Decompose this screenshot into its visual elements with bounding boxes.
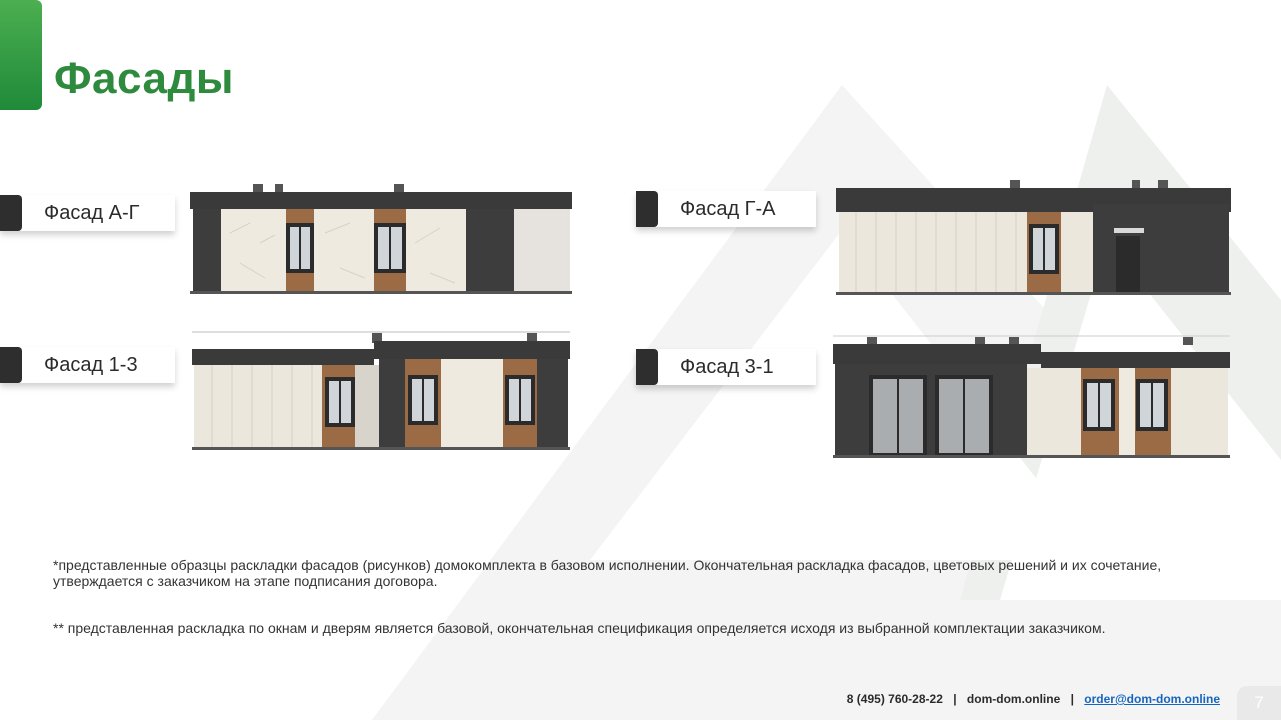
page-number-badge: 7 — [1237, 686, 1281, 720]
page-title: Фасады — [54, 54, 235, 103]
facade-label-1-3: Фасад 1-3 — [0, 347, 175, 383]
facade-drawing-g-a — [836, 180, 1231, 295]
facade-drawing-1-3 — [192, 331, 570, 450]
footer-email-link[interactable]: order@dom-dom.online — [1084, 692, 1220, 706]
facade-label-text: Фасад 3-1 — [680, 355, 774, 378]
facade-label-text: Фасад Г-А — [680, 197, 776, 220]
footer-phone: 8 (495) 760-28-22 — [846, 692, 943, 706]
label-tab-marker — [0, 195, 22, 231]
footer-contacts: 8 (495) 760-28-22 | dom-dom.online | ord… — [847, 692, 1220, 706]
label-tab-marker — [0, 347, 22, 383]
note-windows-doors: ** представленная раскладка по окнам и д… — [53, 620, 1106, 636]
footer-separator: | — [1070, 692, 1074, 706]
facade-label-3-1: Фасад 3-1 — [636, 349, 816, 385]
label-tab-marker — [636, 191, 658, 227]
facade-drawing-3-1 — [833, 335, 1230, 458]
footer-website-link[interactable]: dom-dom.online — [966, 692, 1061, 706]
facade-label-a-g: Фасад А-Г — [0, 195, 175, 231]
facade-label-g-a: Фасад Г-А — [636, 191, 816, 227]
title-accent-bar — [0, 0, 42, 110]
note-facade-layout: *представленные образцы раскладки фасадо… — [53, 557, 1162, 589]
facade-drawing-a-g — [190, 184, 572, 294]
footer-separator: | — [953, 692, 957, 706]
label-tab-marker — [636, 349, 658, 385]
facade-label-text: Фасад 1-3 — [44, 353, 138, 376]
facade-label-text: Фасад А-Г — [44, 201, 140, 224]
